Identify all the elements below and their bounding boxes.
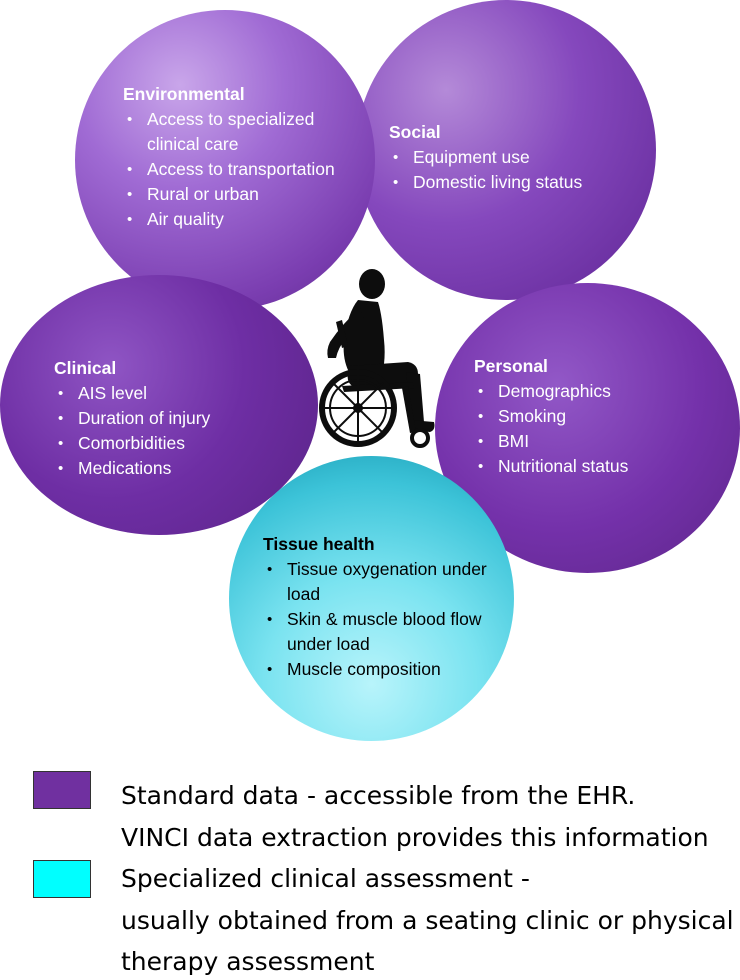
social-heading: Social bbox=[389, 122, 441, 142]
environmental-item: Rural or urban bbox=[123, 182, 343, 207]
legend-specialized-line1: Specialized clinical assessment - bbox=[121, 864, 530, 893]
personal-item: Nutritional status bbox=[474, 454, 724, 479]
tissue-item: Skin & muscle blood flow under load bbox=[263, 607, 488, 657]
tissue-heading: Tissue health bbox=[263, 534, 375, 554]
legend-standard-line1: Standard data - accessible from the EHR. bbox=[121, 781, 636, 810]
clinical-heading: Clinical bbox=[54, 358, 117, 378]
personal-block: Personal Demographics Smoking BMI Nutrit… bbox=[474, 354, 724, 479]
tissue-item: Muscle composition bbox=[263, 657, 488, 682]
wheelchair-user-icon bbox=[319, 269, 435, 448]
social-item: Domestic living status bbox=[389, 170, 649, 195]
environmental-item: Access to transportation bbox=[123, 157, 343, 182]
clinical-item: Comorbidities bbox=[54, 431, 294, 456]
social-block: Social Equipment use Domestic living sta… bbox=[389, 120, 649, 195]
personal-heading: Personal bbox=[474, 356, 548, 376]
legend-swatch-standard bbox=[33, 771, 91, 809]
legend-standard-line2: VINCI data extraction provides this info… bbox=[121, 823, 709, 852]
personal-item: BMI bbox=[474, 429, 724, 454]
environmental-item: Air quality bbox=[123, 207, 343, 232]
social-item: Equipment use bbox=[389, 145, 649, 170]
legend-specialized-line3: therapy assessment bbox=[121, 947, 375, 976]
clinical-item: Duration of injury bbox=[54, 406, 294, 431]
tissue-block: Tissue health Tissue oxygenation under l… bbox=[263, 532, 488, 682]
clinical-block: Clinical AIS level Duration of injury Co… bbox=[54, 356, 294, 481]
personal-item: Demographics bbox=[474, 379, 724, 404]
legend-swatch-specialized bbox=[33, 860, 91, 898]
personal-item: Smoking bbox=[474, 404, 724, 429]
environmental-heading: Environmental bbox=[123, 84, 245, 104]
clinical-item: AIS level bbox=[54, 381, 294, 406]
legend-specialized-line2: usually obtained from a seating clinic o… bbox=[121, 906, 734, 935]
tissue-item: Tissue oxygenation under load bbox=[263, 557, 488, 607]
clinical-item: Medications bbox=[54, 456, 294, 481]
environmental-item: Access to specialized clinical care bbox=[123, 107, 343, 157]
environmental-block: Environmental Access to specialized clin… bbox=[123, 82, 343, 232]
